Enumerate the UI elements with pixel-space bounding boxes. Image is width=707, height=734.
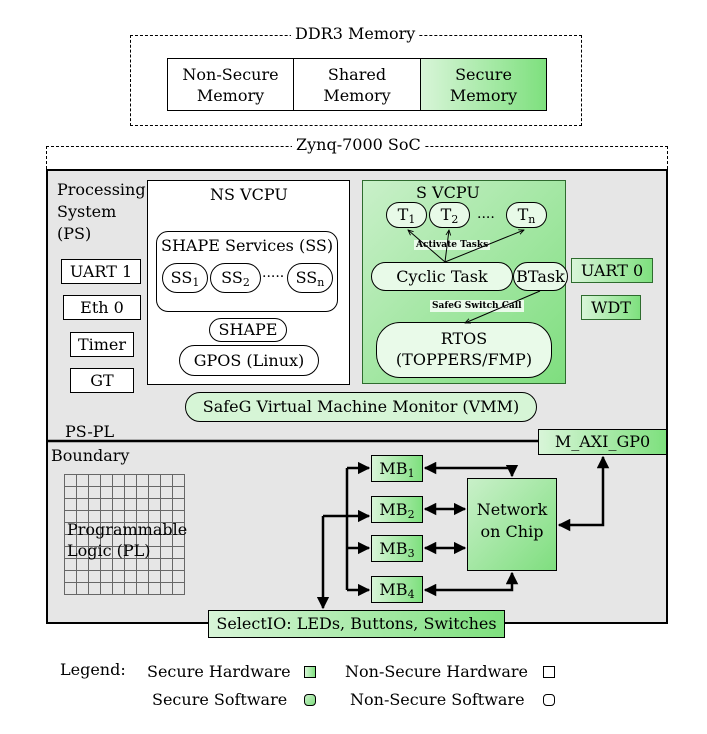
legend-secure-sw-swatch — [304, 694, 316, 706]
secure-memory: Secure Memory — [420, 58, 547, 111]
ps-label-2: System — [57, 202, 117, 221]
safeg-vmm: SafeG Virtual Machine Monitor (VMM) — [185, 392, 537, 422]
timer-peripheral: Timer — [70, 332, 134, 357]
tn-node: Tn — [506, 202, 547, 228]
pl-fabric-grid — [64, 474, 185, 595]
pspl-label: PS-PL — [65, 422, 115, 441]
shape-node: SHAPE — [209, 318, 287, 342]
ss2-node: SS2 — [210, 263, 261, 293]
s-vcpu-title: S VCPU — [416, 183, 480, 202]
activate-tasks-label: Activate Tasks — [414, 240, 491, 250]
mb2-node: MB2 — [371, 496, 423, 523]
ps-label-1: Processing — [57, 180, 146, 199]
ss1-node: SS1 — [162, 263, 208, 293]
shared-memory: Shared Memory — [293, 58, 421, 111]
ns-vcpu-title: NS VCPU — [210, 185, 288, 204]
legend-nonsecure-sw-swatch — [543, 694, 555, 706]
legend-secure-hw-label: Secure Hardware — [147, 662, 291, 681]
mb4-node: MB4 — [371, 576, 423, 603]
safeg-switch-call-label: SafeG Switch Call — [430, 300, 524, 312]
ddr3-title: DDR3 Memory — [291, 24, 420, 44]
ssn-node: SSn — [287, 263, 333, 293]
task-ellipsis: .... — [477, 206, 495, 222]
zynq-soc-title: Zynq-7000 SoC — [292, 135, 425, 155]
pl-label-2: Logic (PL) — [67, 541, 151, 560]
uart1-peripheral: UART 1 — [61, 259, 141, 284]
gt-peripheral: GT — [70, 368, 134, 393]
m-axi-gp0-port: M_AXI_GP0 — [538, 429, 667, 455]
legend-nonsecure-hw-swatch — [543, 666, 555, 678]
ps-label-3: (PS) — [57, 224, 92, 243]
boundary-label: Boundary — [51, 446, 130, 465]
pl-label-1: Programmable — [67, 520, 188, 539]
shape-services-title: SHAPE Services (SS) — [161, 236, 334, 255]
t2-node: T2 — [429, 202, 470, 228]
rtos-node: RTOS (TOPPERS/FMP) — [376, 322, 552, 378]
cyclic-task-node: Cyclic Task — [371, 262, 513, 291]
btask-node: BTask — [513, 262, 568, 291]
network-on-chip: Network on Chip — [467, 478, 557, 571]
legend-title: Legend: — [60, 660, 126, 679]
gpos-node: GPOS (Linux) — [179, 345, 319, 376]
ss-ellipsis: ..... — [262, 265, 285, 281]
nonsecure-memory: Non-Secure Memory — [167, 58, 294, 111]
legend-secure-hw-swatch — [304, 666, 316, 678]
wdt-peripheral: WDT — [581, 295, 641, 320]
selectio-peripheral: SelectIO: LEDs, Buttons, Switches — [208, 610, 505, 638]
legend-secure-sw-label: Secure Software — [152, 690, 288, 709]
uart0-peripheral: UART 0 — [571, 258, 653, 283]
eth0-peripheral: Eth 0 — [63, 295, 141, 320]
legend-nonsecure-hw-label: Non-Secure Hardware — [345, 662, 528, 681]
legend-nonsecure-sw-label: Non-Secure Software — [350, 690, 525, 709]
mb1-node: MB1 — [371, 455, 423, 482]
t1-node: T1 — [386, 202, 427, 228]
mb3-node: MB3 — [371, 535, 423, 562]
